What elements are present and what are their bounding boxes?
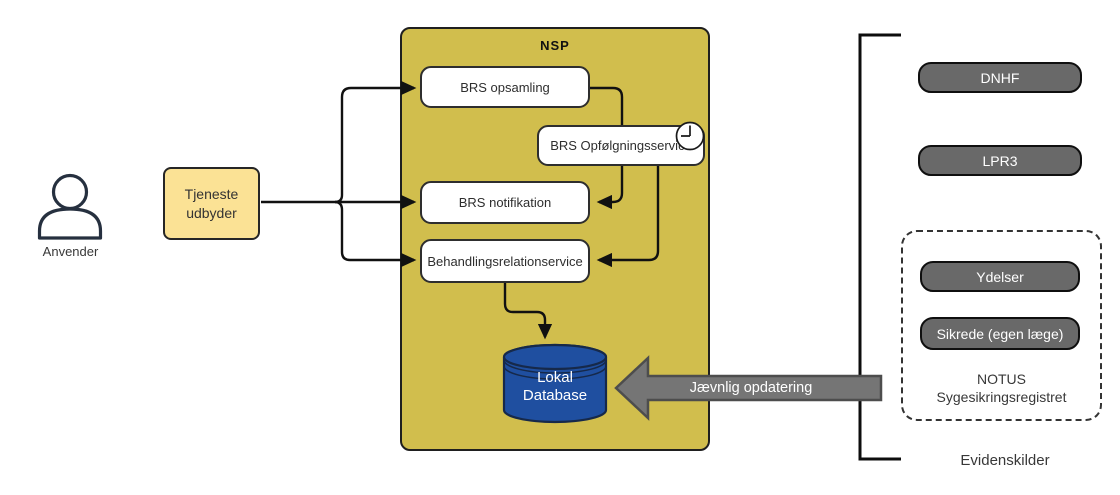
connector-opfolgning-to-behandlingsrelation bbox=[596, 166, 660, 268]
notus-group bbox=[901, 230, 1102, 421]
person-icon bbox=[36, 168, 106, 242]
local-database-cylinder bbox=[500, 342, 610, 427]
evidenskilder-label: Evidenskilder bbox=[960, 452, 1050, 469]
ydelser-label: Ydelser bbox=[976, 268, 1024, 285]
sikrede-label: Sikrede (egen læge) bbox=[936, 325, 1064, 342]
connector-behandlingsrelation-to-database bbox=[503, 283, 553, 340]
notus-label: NOTUS Sygesikringsregistret bbox=[936, 371, 1067, 406]
behandlingsrelationservice-label: Behandlingsrelationservice bbox=[427, 253, 583, 269]
sikrede-box: Sikrede (egen læge) bbox=[920, 317, 1080, 350]
actor-label: Anvender bbox=[42, 244, 99, 259]
update-arrow-label: Jævnlig opdatering bbox=[689, 380, 813, 396]
brs-notifikation-label: BRS notifikation bbox=[458, 195, 552, 210]
clock-icon bbox=[674, 120, 706, 152]
brs-opfolgningsservice-box: BRS Opfølgningsservice bbox=[537, 125, 705, 166]
service-provider-box: Tjeneste udbyder bbox=[163, 167, 260, 240]
nsp-title: NSP bbox=[540, 38, 570, 53]
behandlingsrelationservice-box: Behandlingsrelationservice bbox=[420, 239, 590, 283]
local-database-label: Lokal Database bbox=[522, 369, 588, 404]
brs-opsamling-label: BRS opsamling bbox=[460, 79, 550, 95]
brs-notifikation-box: BRS notifikation bbox=[420, 181, 590, 224]
service-provider-label: Tjeneste udbyder bbox=[184, 186, 239, 221]
connector-provider-to-opsamling bbox=[334, 80, 417, 204]
dnhf-label: DNHF bbox=[980, 69, 1020, 86]
lpr3-box: LPR3 bbox=[918, 145, 1082, 176]
lpr3-label: LPR3 bbox=[982, 152, 1018, 169]
brs-opfolgningsservice-label: BRS Opfølgningsservice bbox=[550, 138, 692, 153]
brs-opsamling-box: BRS opsamling bbox=[420, 66, 590, 108]
connector-provider-to-behandlingsrelation bbox=[334, 200, 417, 268]
dnhf-box: DNHF bbox=[918, 62, 1082, 93]
ydelser-box: Ydelser bbox=[920, 261, 1080, 292]
